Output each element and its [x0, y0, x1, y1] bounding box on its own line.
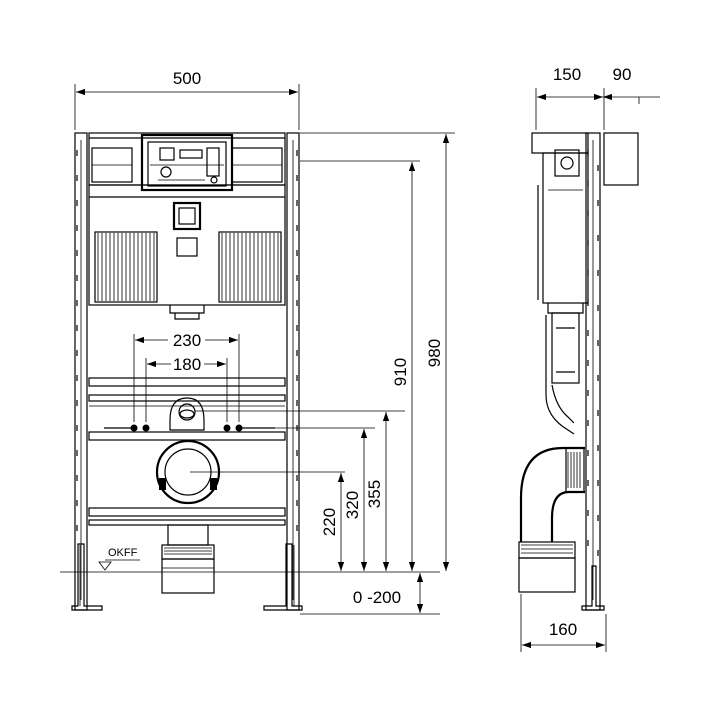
dim-355: 355 [365, 480, 384, 508]
dim-90: 90 [613, 65, 632, 84]
side-drain-bend [518, 446, 585, 593]
left-grille [94, 231, 158, 303]
right-grille [218, 231, 282, 303]
okff-label: OKFF [108, 547, 138, 559]
dim-150: 150 [553, 65, 581, 84]
frame-feet [71, 543, 303, 611]
side-view [518, 132, 639, 611]
dim-160: 160 [549, 620, 577, 639]
drain-pipe [161, 524, 215, 594]
dim-0-200: 0 -200 [353, 588, 401, 607]
dim-980: 980 [425, 339, 444, 367]
dim-220: 220 [320, 508, 339, 536]
flush-mechanism [140, 133, 234, 192]
dim-910: 910 [391, 358, 410, 386]
dimensions: 500 150 90 230 180 980 9 [60, 65, 660, 652]
front-view [71, 132, 303, 611]
water-inlet [169, 397, 205, 431]
dim-180: 180 [173, 355, 201, 374]
dim-230: 230 [173, 331, 201, 350]
dim-320: 320 [343, 491, 362, 519]
post-holes [76, 150, 298, 531]
dim-500: 500 [173, 69, 201, 88]
